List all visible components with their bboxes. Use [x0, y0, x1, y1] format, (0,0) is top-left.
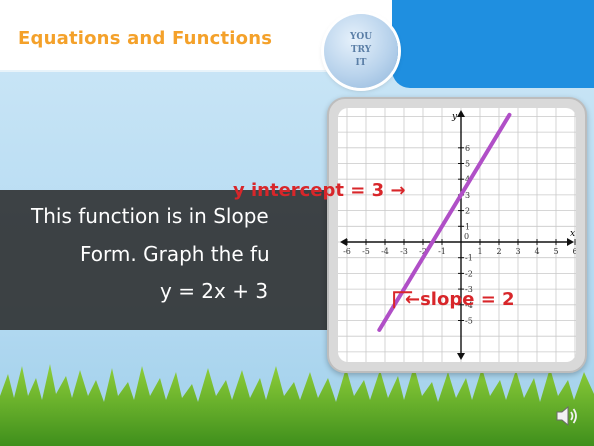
badge-line-1: YOU — [349, 32, 373, 42]
y-axis-label: y — [451, 112, 458, 122]
graph-frame: x y 0 -6 -5 -4 -3 -2 -1 1 2 3 4 5 6 6 5 4 3 2 1 -1 -2 -3 -4 -5 — [327, 97, 587, 373]
instruction-line-2: Form. Graph the fu — [80, 242, 270, 266]
x-tick-label: -2 — [419, 247, 427, 256]
coordinate-plane-svg: x y 0 -6 -5 -4 -3 -2 -1 1 2 3 4 5 6 6 5 4 3 2 1 -1 -2 -3 -4 -5 — [338, 108, 576, 362]
x-tick-label: 5 — [553, 247, 558, 256]
y-tick-label: 1 — [465, 222, 470, 231]
slide-title: Equations and Functions — [18, 28, 273, 49]
y-tick-label: -5 — [465, 317, 473, 326]
y-tick-label: -2 — [465, 269, 473, 278]
header-accent-block — [392, 0, 594, 88]
function-line — [377, 112, 512, 332]
origin-label: 0 — [464, 232, 469, 241]
x-tick-label: -1 — [438, 247, 446, 256]
badge-line-3: IT — [355, 58, 367, 68]
x-axis-arrow-left — [340, 238, 347, 246]
x-tick-label: -4 — [381, 247, 389, 256]
y-axis-arrow-up — [457, 110, 465, 117]
grass-decoration — [0, 364, 594, 446]
x-tick-label: 6 — [572, 247, 576, 256]
x-axis-label: x — [570, 229, 575, 239]
badge-line-2: TRY — [350, 45, 372, 55]
speaker-icon[interactable] — [555, 404, 581, 428]
y-tick-label: 4 — [465, 175, 470, 184]
slope-step-marker — [393, 291, 413, 309]
y-axis-arrow-down — [457, 353, 465, 360]
y-tick-label: -3 — [465, 285, 473, 294]
you-try-it-badge: YOU TRY IT — [324, 14, 398, 88]
instruction-line-1: This function is in Slope — [31, 204, 269, 228]
x-tick-label: 4 — [534, 247, 539, 256]
y-tick-label: -4 — [465, 301, 473, 310]
x-tick-label: 3 — [515, 247, 520, 256]
x-tick-label: 1 — [477, 247, 482, 256]
instruction-box: This function is in Slope Form. Graph th… — [0, 190, 340, 330]
x-tick-label: -6 — [343, 247, 351, 256]
x-axis-arrow-right — [567, 238, 574, 246]
y-intercept-annotation: y intercept = 3 → — [233, 180, 406, 201]
equation-text: y = 2x + 3 — [160, 279, 269, 303]
y-tick-label: 3 — [465, 191, 470, 200]
x-tick-label: -3 — [400, 247, 408, 256]
y-tick-label: 6 — [465, 144, 470, 153]
coordinate-plane: x y 0 -6 -5 -4 -3 -2 -1 1 2 3 4 5 6 6 5 4 3 2 1 -1 -2 -3 -4 -5 — [338, 108, 576, 362]
y-tick-label: 5 — [465, 160, 470, 169]
y-tick-label: -1 — [465, 254, 473, 263]
y-tick-label: 2 — [465, 207, 470, 216]
slope-annotation: ←slope = 2 — [405, 289, 515, 310]
x-tick-label: 2 — [496, 247, 501, 256]
x-tick-label: -5 — [362, 247, 370, 256]
